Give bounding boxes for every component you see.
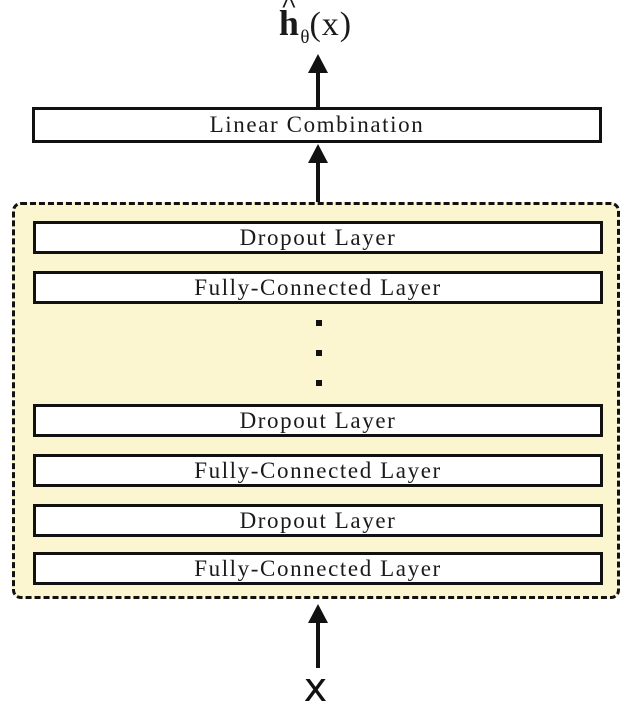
layer-box-fully-connected-middle: Fully-Connected Layer bbox=[33, 454, 603, 487]
arrowhead-icon bbox=[308, 54, 328, 73]
ellipsis-dot bbox=[316, 350, 322, 356]
linear-combination-box: Linear Combination bbox=[32, 107, 602, 143]
arrow-hidden-to-linear bbox=[308, 144, 328, 204]
arrow-linear-to-output bbox=[308, 54, 328, 108]
formula-base: h bbox=[278, 3, 300, 43]
arrow-shaft bbox=[316, 157, 320, 204]
layer-box-fully-connected-bottom: Fully-Connected Layer bbox=[33, 552, 603, 585]
layer-box-dropout-bottom: Dropout Layer bbox=[33, 504, 603, 537]
layer-box-dropout-middle: Dropout Layer bbox=[33, 404, 603, 437]
layer-label: Fully-Connected Layer bbox=[194, 555, 442, 581]
layer-box-fully-connected-top: Fully-Connected Layer bbox=[33, 271, 603, 304]
ellipsis-dot bbox=[316, 320, 322, 326]
ellipsis-dot bbox=[316, 380, 322, 386]
layer-label: Dropout Layer bbox=[239, 407, 397, 433]
arrowhead-icon bbox=[308, 144, 328, 163]
arrow-shaft bbox=[316, 67, 320, 108]
circumflex-accent: ^ bbox=[280, 0, 298, 20]
h-hat-symbol: ^h bbox=[278, 0, 300, 44]
formula-argument: (x) bbox=[309, 6, 353, 43]
layer-label: Dropout Layer bbox=[239, 224, 397, 250]
arrowhead-icon bbox=[308, 604, 328, 623]
hidden-layer-group bbox=[12, 202, 620, 599]
arrow-input-to-hidden bbox=[308, 604, 328, 668]
input-label: x bbox=[303, 665, 328, 711]
layer-box-dropout-top: Dropout Layer bbox=[33, 221, 603, 254]
arrow-shaft bbox=[316, 617, 320, 668]
output-formula: ^hθ(x) bbox=[0, 0, 631, 49]
layer-label: Dropout Layer bbox=[239, 507, 397, 533]
vertical-ellipsis-icon bbox=[312, 320, 326, 386]
layer-label: Fully-Connected Layer bbox=[194, 457, 442, 483]
linear-combination-label: Linear Combination bbox=[209, 112, 425, 137]
formula-subscript-theta: θ bbox=[300, 27, 310, 48]
layer-label: Fully-Connected Layer bbox=[194, 274, 442, 300]
